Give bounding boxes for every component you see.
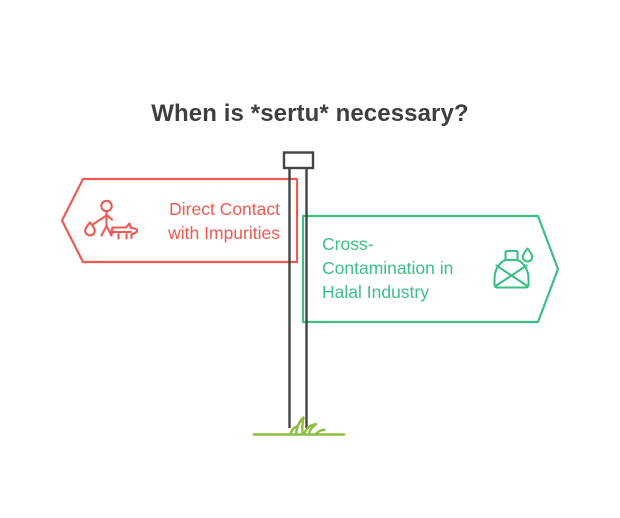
right-sign-label: Cross- Contamination in Halal Industry	[322, 232, 502, 304]
jerrycan-no-liquid-icon	[493, 247, 534, 289]
left-sign-label: Direct Contact with Impurities	[106, 197, 280, 245]
right-sign-board[interactable]	[301, 214, 560, 324]
grass-tuft	[289, 416, 326, 436]
person-with-dog-icon	[84, 199, 139, 240]
right-sign-shape[interactable]	[301, 214, 560, 324]
left-sign-shape[interactable]	[60, 177, 299, 264]
left-sign-board[interactable]	[60, 177, 299, 264]
right-sign-label-line2: Contamination in	[322, 258, 454, 278]
page-title: When is *sertu* necessary?	[151, 100, 469, 127]
right-sign-label-line3: Halal Industry	[322, 282, 429, 302]
signpost-cap	[282, 151, 315, 170]
right-sign-label-line1: Cross-	[322, 234, 374, 254]
left-sign-label-line1: Direct Contact	[169, 199, 280, 219]
left-sign-label-line2: with Impurities	[168, 223, 280, 243]
